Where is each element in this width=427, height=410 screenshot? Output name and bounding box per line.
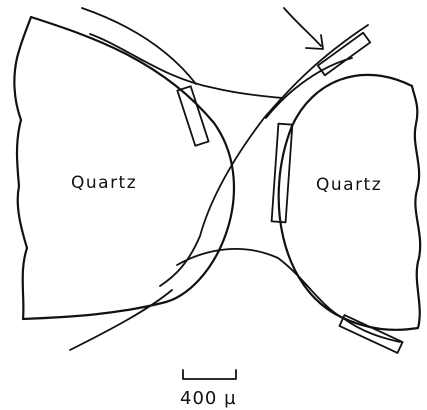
platy-mineral-center xyxy=(270,122,294,224)
left-quartz-grain xyxy=(13,15,235,321)
rim-right-upper xyxy=(265,57,353,119)
pore-upper-boundary xyxy=(89,33,283,99)
rim-lower-left xyxy=(69,289,173,351)
scale-bar-label: 400 µ xyxy=(180,388,237,409)
pore-lower-boundary xyxy=(176,247,401,343)
scale-bar xyxy=(182,369,237,380)
platy-mineral-left xyxy=(176,85,210,147)
right-quartz-grain xyxy=(277,73,422,331)
grain-label-left: Quartz xyxy=(71,173,137,193)
platy-mineral-top-right xyxy=(316,31,372,77)
pore-diagonal-boundary xyxy=(159,24,369,287)
arrow-shaft xyxy=(283,7,322,47)
platy-mineral-bottom-right xyxy=(338,314,404,354)
arrow-head-icon xyxy=(305,34,324,50)
grain-label-right: Quartz xyxy=(316,175,382,195)
rim-upper-left xyxy=(81,7,197,85)
